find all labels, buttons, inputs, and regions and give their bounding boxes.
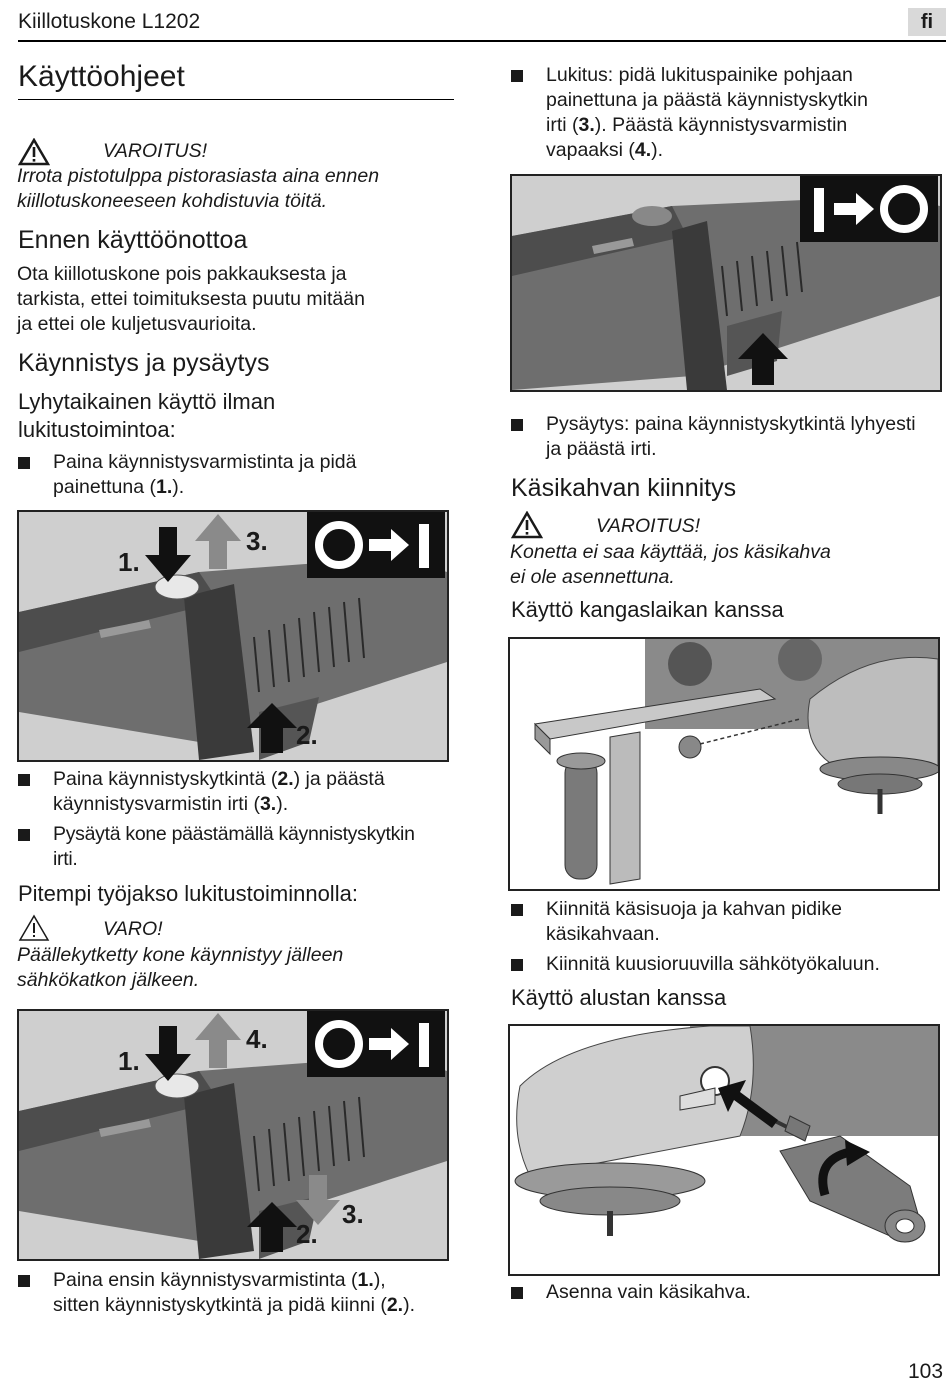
arrow-up-icon <box>195 1013 241 1068</box>
rotate-arrow-icon <box>818 1140 870 1197</box>
arrow-left-icon <box>718 1080 778 1128</box>
bullet-square <box>511 959 523 971</box>
figure-label: 1. <box>118 1046 140 1076</box>
title-rule <box>18 99 454 100</box>
arrow-down-icon <box>145 527 191 582</box>
section-heading-before-use: Ennen käyttöönottoa <box>18 226 248 254</box>
subheading-short-use: lukitustoimintoa: <box>18 417 176 442</box>
warning-triangle-icon <box>18 138 50 166</box>
arrow-up-icon <box>738 333 788 385</box>
subheading-short-use: Lyhytaikainen käyttö ilman <box>18 389 276 414</box>
list-item: Pysäytä kone päästämällä käynnistyskytki… <box>18 822 448 874</box>
warning-text-line: ei ole asennettuna. <box>510 566 675 588</box>
figure-handle-only <box>508 1024 940 1276</box>
subheading-cloth-pad: Käyttö kangaslaikan kanssa <box>511 597 784 622</box>
figure-label: 4. <box>246 1024 268 1054</box>
figure-switch-short-use <box>17 510 449 762</box>
bullet-square <box>18 1275 30 1287</box>
bullet-square <box>511 904 523 916</box>
bullet-square <box>511 419 523 431</box>
figure-handle-guard-assembly <box>508 637 940 891</box>
bullet-square <box>18 774 30 786</box>
unlock-switch-symbol-icon <box>307 1011 445 1077</box>
figure-label: 2. <box>296 720 318 750</box>
arrow-down-icon <box>145 1026 191 1081</box>
header-rule <box>18 40 946 42</box>
arrow-up-icon <box>195 514 241 569</box>
lock-switch-symbol-icon <box>800 176 938 242</box>
paragraph-line: tarkista, ettei toimituksesta puutu mitä… <box>17 288 365 310</box>
subheading-base-plate: Käyttö alustan kanssa <box>511 985 727 1010</box>
warning-label: VAROITUS! <box>103 140 208 162</box>
warning-triangle-icon <box>511 511 543 539</box>
warning-label: VAROITUS! <box>596 515 701 537</box>
arrow-down-icon <box>296 1175 340 1225</box>
language-badge: fi <box>908 8 946 36</box>
bullet-square <box>18 829 30 841</box>
unlock-switch-symbol-icon <box>307 512 445 578</box>
warning-text-line: Konetta ei saa käyttää, jos käsikahva <box>510 541 831 563</box>
list-item: Paina ensin käynnistysvarmistinta (1.),s… <box>18 1268 448 1320</box>
figure-label: 2. <box>296 1219 318 1249</box>
document-header-title: Kiillotuskone L1202 <box>18 10 201 33</box>
bullet-square <box>511 70 523 82</box>
page-number: 103 <box>908 1360 944 1383</box>
list-item: Pysäytys: paina käynnistyskytkintä lyhye… <box>511 412 941 464</box>
subheading-long-use: Pitempi työjakso lukitustoiminnolla: <box>18 881 358 906</box>
section-heading-start-stop: Käynnistys ja pysäytys <box>18 349 270 377</box>
warning-text-line: kiillotuskoneeseen kohdistuvia töitä. <box>17 190 328 212</box>
figure-label: 3. <box>342 1199 364 1229</box>
figure-label: 3. <box>246 526 268 556</box>
caution-text-line: Päällekytketty kone käynnistyy jälleen <box>17 944 344 966</box>
bullet-square <box>18 457 30 469</box>
caution-text-line: sähkökatkon jälkeen. <box>17 969 200 991</box>
section-heading-handle: Käsikahvan kiinnitys <box>511 474 737 502</box>
arrow-up-icon <box>247 1202 297 1252</box>
paragraph-line: ja ettei ole kuljetusvaurioita. <box>17 313 257 335</box>
bullet-square <box>511 1287 523 1299</box>
caution-triangle-icon <box>18 914 50 941</box>
figure-label: 1. <box>118 547 140 577</box>
caution-label: VARO! <box>103 918 163 940</box>
page-title: Käyttöohjeet <box>18 60 185 93</box>
list-item: Asenna vain käsikahva. <box>511 1280 941 1306</box>
arrow-up-icon <box>247 703 297 753</box>
list-item: Kiinnitä kuusioruuvilla sähkötyökaluun. <box>511 952 941 978</box>
paragraph-line: Ota kiillotuskone pois pakkauksesta ja <box>17 263 347 285</box>
warning-text-line: Irrota pistotulppa pistorasiasta aina en… <box>17 165 380 187</box>
